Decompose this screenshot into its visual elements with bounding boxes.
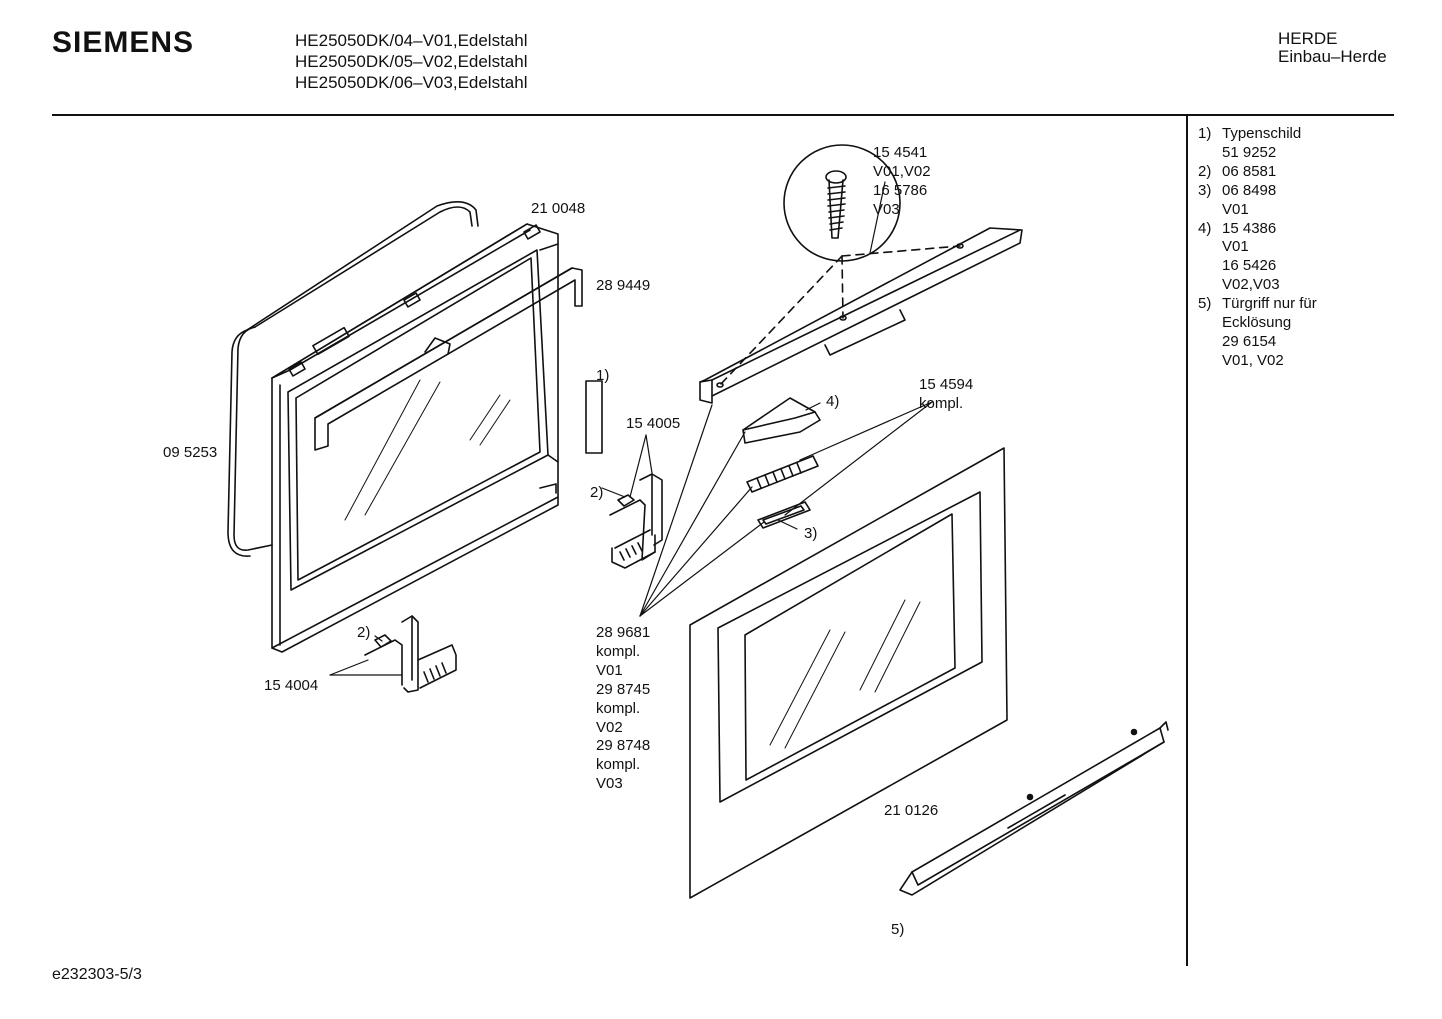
model-list: HE25050DK/04–V01,Edelstahl HE25050DK/05–… bbox=[295, 30, 528, 93]
legend-num: 4) bbox=[1198, 219, 1212, 237]
label-line: kompl. bbox=[596, 642, 641, 660]
model-line: HE25050DK/06–V03,Edelstahl bbox=[295, 73, 528, 92]
label-reinforcement-bar: 28 9449 bbox=[596, 277, 651, 294]
label-line: kompl. bbox=[596, 756, 641, 774]
legend-num: 1) bbox=[1198, 125, 1212, 142]
label-line: 29 8745 bbox=[596, 680, 651, 698]
inner-door-frame bbox=[271, 223, 559, 653]
label-part-4: 4) bbox=[826, 393, 840, 410]
category-sub: Einbau–Herde bbox=[1278, 47, 1387, 66]
legend-divider bbox=[1186, 116, 1188, 966]
label-line: 28 9681 bbox=[596, 624, 651, 641]
legend-line: V01 bbox=[1222, 200, 1249, 218]
label-line: 15 4541 bbox=[873, 144, 928, 161]
model-line: HE25050DK/04–V01,Edelstahl bbox=[295, 31, 528, 50]
label-kits: 28 9681 kompl. V01 29 8745 kompl. V02 29… bbox=[596, 624, 650, 794]
hinge-lower bbox=[364, 615, 457, 693]
label-line: V01 bbox=[596, 661, 623, 679]
legend-line: V01 bbox=[1222, 238, 1249, 256]
legend-num: 3) bbox=[1198, 181, 1212, 199]
label-hinge-upper: 15 4005 bbox=[626, 415, 681, 432]
legend-line: 06 8498 bbox=[1222, 181, 1277, 199]
legend-num: 2) bbox=[1198, 162, 1212, 180]
label-line: V02 bbox=[596, 718, 623, 736]
label-line: kompl. bbox=[596, 699, 641, 717]
hinge-upper bbox=[609, 473, 663, 569]
legend-item: 2) 06 8581 bbox=[1198, 163, 1317, 182]
top-door-profile bbox=[699, 227, 1023, 404]
legend-line: 29 6154 bbox=[1222, 332, 1277, 350]
door-handle bbox=[899, 721, 1169, 896]
legend-num: 5) bbox=[1198, 295, 1212, 313]
legend-line: 51 9252 bbox=[1222, 143, 1277, 161]
legend-item: 5) Türgriff nur für Ecklösung 29 6154 V0… bbox=[1198, 295, 1317, 371]
parts-legend: 1) Typenschild 51 9252 2) 06 8581 3) 06 … bbox=[1198, 125, 1317, 371]
door-seal-gasket bbox=[227, 201, 479, 557]
label-line: 29 8748 bbox=[596, 737, 651, 755]
category-label: HERDE Einbau–Herde bbox=[1278, 30, 1387, 66]
legend-line: Ecklösung bbox=[1222, 314, 1292, 332]
model-line: HE25050DK/05–V02,Edelstahl bbox=[295, 52, 528, 71]
label-line: 15 4594 bbox=[919, 376, 974, 393]
label-part-2-upper: 2) bbox=[590, 484, 604, 501]
label-part-3: 3) bbox=[804, 525, 818, 542]
label-line: V03 bbox=[873, 200, 900, 218]
drawing-id: e232303-5/3 bbox=[52, 966, 142, 983]
label-vent-grille: 15 4594 kompl. bbox=[919, 376, 973, 414]
type-plate bbox=[585, 380, 603, 454]
legend-line: V01, V02 bbox=[1222, 351, 1284, 369]
label-line: V03 bbox=[596, 775, 623, 793]
outer-door-panel bbox=[689, 447, 1008, 899]
label-door-handle: 5) bbox=[891, 921, 905, 938]
legend-item: 1) Typenschild 51 9252 bbox=[1198, 125, 1317, 163]
legend-line: V02,V03 bbox=[1222, 276, 1280, 294]
label-door-seal: 09 5253 bbox=[163, 444, 218, 461]
screw-alignment-lines bbox=[719, 245, 961, 386]
vent-grille bbox=[746, 455, 819, 493]
legend-line: Typenschild bbox=[1222, 125, 1302, 142]
vent-cover bbox=[742, 397, 821, 444]
label-line: 16 5786 bbox=[873, 181, 928, 199]
legend-line: 15 4386 bbox=[1222, 219, 1277, 237]
label-outer-door-panel: 21 0126 bbox=[884, 802, 939, 819]
legend-item: 3) 06 8498 V01 bbox=[1198, 182, 1317, 220]
leader-lines bbox=[329, 181, 933, 676]
label-inner-door-frame: 21 0048 bbox=[531, 200, 586, 217]
label-line: kompl. bbox=[919, 394, 964, 412]
brand-logo: SIEMENS bbox=[52, 26, 195, 59]
legend-line: 16 5426 bbox=[1222, 257, 1277, 275]
reinforcement-bar bbox=[314, 267, 583, 451]
legend-line: Türgriff nur für bbox=[1222, 295, 1317, 313]
legend-line: 06 8581 bbox=[1222, 162, 1277, 180]
category-main: HERDE bbox=[1278, 29, 1338, 48]
label-type-plate: 1) bbox=[596, 367, 610, 384]
vent-seal bbox=[757, 501, 811, 529]
label-hinge-lower: 15 4004 bbox=[264, 677, 319, 694]
legend-item: 4) 15 4386 V01 16 5426 V02,V03 bbox=[1198, 220, 1317, 296]
header-divider bbox=[52, 114, 1394, 116]
label-screw: 15 4541 V01,V02 16 5786 V03 bbox=[873, 144, 931, 220]
label-line: V01,V02 bbox=[873, 162, 931, 180]
label-part-2-lower: 2) bbox=[357, 624, 371, 641]
